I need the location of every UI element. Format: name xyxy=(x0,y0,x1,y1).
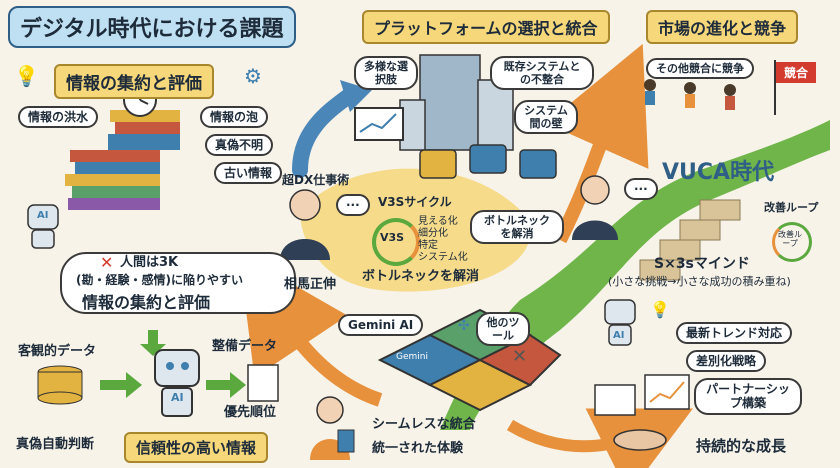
puzzle-top-2 xyxy=(469,144,507,174)
cycle-center: V3S xyxy=(380,231,405,244)
priority-label: 優先順位 xyxy=(224,405,277,420)
bubble-system-wall: システム間の壁 xyxy=(514,100,578,135)
sustain-label: 持続的な成長 xyxy=(696,437,787,455)
cycle-item-2: 細分化 xyxy=(418,228,448,239)
person-center xyxy=(280,189,330,260)
label-info-flood: 情報の洪水 xyxy=(18,106,99,129)
kaizen-label: 改善ループ xyxy=(764,201,819,214)
list-item-partnership: パートナーシップ構築 xyxy=(694,378,802,415)
objective-data-label: 客観的データ xyxy=(18,344,97,359)
gear-icon: ⚙ xyxy=(244,64,262,88)
puzzle-top-1 xyxy=(419,149,457,179)
warning-box xyxy=(60,252,296,314)
label-unknown-truth: 真偽不明 xyxy=(205,134,274,157)
kaizen-loop-ring xyxy=(772,222,812,262)
buildings xyxy=(354,54,514,151)
flag: 競合 xyxy=(776,62,817,83)
person-right xyxy=(572,175,618,240)
puzzle-top-3 xyxy=(519,149,557,179)
unified-label: 統一された体験 xyxy=(372,441,464,456)
robot-left-badge: AI xyxy=(37,210,49,221)
auto-judge-label: 真偽自動判断 xyxy=(16,437,95,452)
warning-line1: 人間は3K xyxy=(120,255,179,270)
other-tools-bubble: 他のツール xyxy=(476,312,530,347)
reliable-info-banner: 信頼性の高い情報 xyxy=(124,432,269,463)
competition-bubble: その他競合に競争 xyxy=(646,58,754,80)
close-icon: ✕ xyxy=(100,253,114,272)
bubble-system-mismatch: 既存システムとの不整合 xyxy=(490,56,594,91)
robot-left xyxy=(27,204,59,249)
organize-data-label: 整備データ xyxy=(212,339,278,354)
tools-icon: ✕ xyxy=(512,346,528,367)
puzzle-label: Gemini xyxy=(396,352,428,362)
cycle-item-4: システム化 xyxy=(418,252,468,263)
robot-center-badge: AI xyxy=(171,391,184,404)
person-tablet xyxy=(310,396,355,460)
lightbulb-icon: 💡 xyxy=(14,64,39,88)
list-item-trend: 最新トレンド対応 xyxy=(676,322,793,345)
network-icon: ✣ xyxy=(458,318,470,334)
vuca-label: VUCA時代 xyxy=(662,160,775,185)
bottleneck-banner: ボトルネックを解消 xyxy=(362,269,480,284)
lightbulb-icon-right: 💡 xyxy=(650,300,670,319)
stairs xyxy=(639,199,741,281)
cycle-item-3: 特定 xyxy=(418,240,438,251)
mind-title: S×3sマインド xyxy=(654,256,750,272)
person-name: 相馬正伸 xyxy=(284,277,337,292)
green-arrow-2 xyxy=(206,372,246,398)
section3-header: 市場の進化と競争 xyxy=(646,10,799,44)
section1-header: 情報の集約と評価 xyxy=(54,64,214,99)
seamless-label: シームレスな統合 xyxy=(372,417,476,432)
kaizen-small-label: 改善ループ xyxy=(778,230,802,249)
bottleneck-bubble: ボトルネックを解消 xyxy=(470,210,564,245)
person-title: 超DX仕事術 xyxy=(282,173,350,187)
speech-dots-left: ··· xyxy=(336,194,370,217)
robot-center xyxy=(154,349,200,417)
gemini-ai-bubble: Gemini AI xyxy=(338,314,424,337)
books-pile xyxy=(65,83,180,210)
cycle-title: V3Sサイクル xyxy=(378,195,452,209)
warning-line2: (勘・経験・感情)に陥りやすい xyxy=(76,273,243,287)
blue-arrow xyxy=(292,87,358,178)
robot-right xyxy=(604,299,636,346)
chart-line xyxy=(649,381,685,403)
section2-header: プラットフォームの選択と統合 xyxy=(362,10,610,44)
cycle-item-1: 見える化 xyxy=(418,216,458,227)
page-title: デジタル時代における課題 xyxy=(8,6,296,48)
clipboard xyxy=(247,364,279,402)
handshake xyxy=(613,429,667,451)
chart-board-2 xyxy=(644,374,690,410)
list-item-differentiation: 差別化戦略 xyxy=(686,350,767,373)
orange-arrow-up xyxy=(546,43,649,244)
robot-right-badge: AI xyxy=(613,330,625,341)
label-info-bubble: 情報の泡 xyxy=(200,106,269,129)
bubble-diverse-options: 多様な選択肢 xyxy=(354,56,418,91)
cycle-ring xyxy=(372,218,420,266)
green-arrow-3 xyxy=(140,330,166,356)
green-arrow-1 xyxy=(100,372,142,398)
mind-subtitle: (小さな挑戦→小さな成功の積み重ね) xyxy=(608,275,791,288)
database xyxy=(37,365,83,405)
chart-board-1 xyxy=(594,384,636,416)
runners xyxy=(644,79,736,110)
label-old-info: 古い情報 xyxy=(214,162,283,185)
speech-dots-right: ··· xyxy=(624,178,658,201)
section1-header-2: 情報の集約と評価 xyxy=(82,293,211,312)
